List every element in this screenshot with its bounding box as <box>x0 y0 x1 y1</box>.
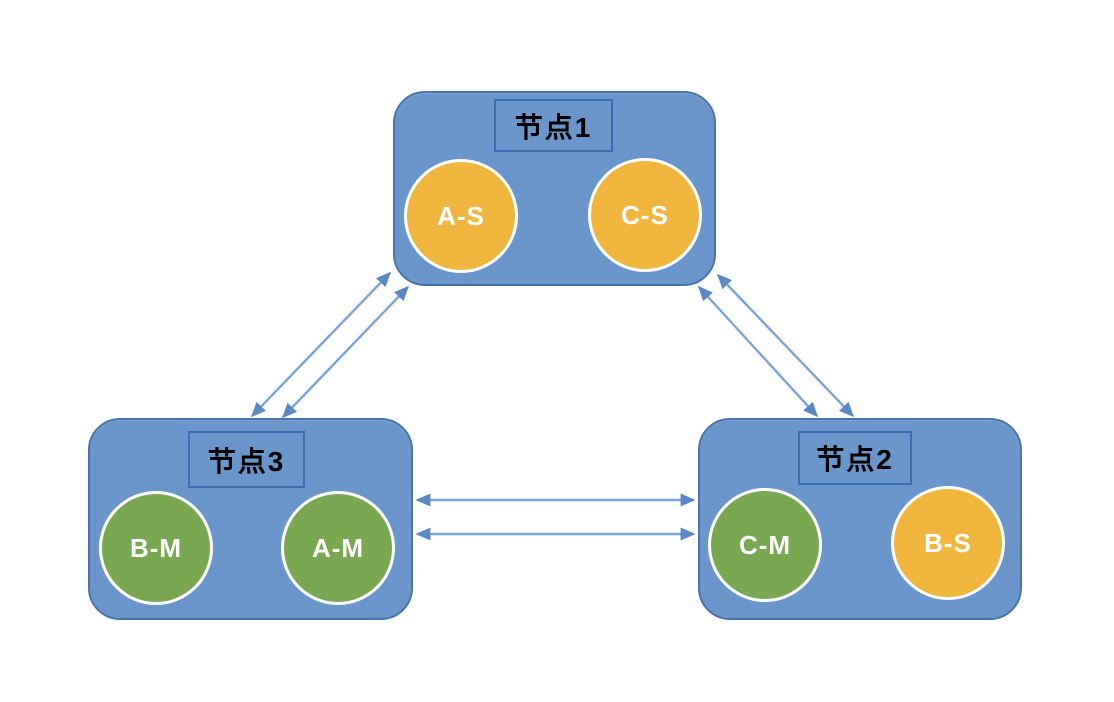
connector-node3-node1-b <box>281 285 410 419</box>
connector-node1-node2-a <box>697 285 819 418</box>
circle-label-b-s: B-S <box>924 527 972 558</box>
node-title-1: 节点1 <box>514 111 593 143</box>
connector-node3-node1-a <box>250 271 392 418</box>
node-box-3: 节点3 B-M A-M <box>88 418 413 620</box>
node-title-box-2: 节点2 <box>798 431 912 485</box>
circle-label-c-s: C-S <box>621 199 669 230</box>
node-title-box-1: 节点1 <box>494 99 613 152</box>
circle-a-s: A-S <box>404 159 518 273</box>
node-box-2: 节点2 C-M B-S <box>698 418 1022 620</box>
node-title-box-3: 节点3 <box>188 431 305 488</box>
circle-label-b-m: B-M <box>129 532 183 563</box>
circle-label-a-m: A-M <box>311 532 365 563</box>
circle-label-c-m: C-M <box>738 529 792 560</box>
circle-b-s: B-S <box>891 486 1005 600</box>
circle-c-m: C-M <box>708 488 822 602</box>
connector-node1-node2-b <box>716 273 855 418</box>
circle-b-m: B-M <box>99 491 213 605</box>
node-title-3: 节点3 <box>207 445 286 477</box>
node-box-1: 节点1 A-S C-S <box>393 91 716 286</box>
circle-a-m: A-M <box>281 491 395 605</box>
circle-label-a-s: A-S <box>437 200 485 231</box>
circle-c-s: C-S <box>588 158 702 272</box>
node-title-2: 节点2 <box>816 444 894 475</box>
